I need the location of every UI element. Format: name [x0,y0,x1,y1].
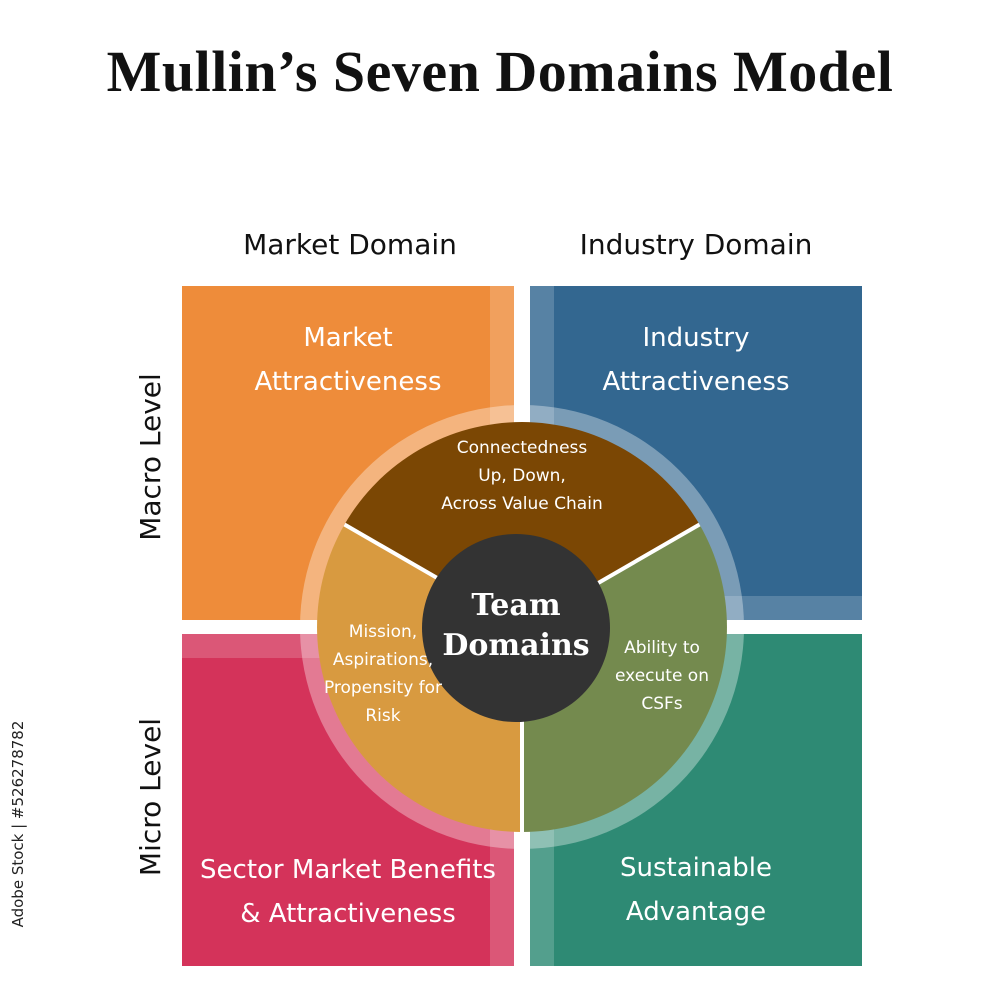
market-domain-label: Market Domain [243,228,457,261]
segment-connectedness [344,422,700,627]
industry-domain-label: Industry Domain [579,228,813,261]
diagram-title: Mullin’s Seven Domains Model [106,39,894,104]
center-circle [422,534,610,722]
center-label: Team Domains [442,588,590,663]
